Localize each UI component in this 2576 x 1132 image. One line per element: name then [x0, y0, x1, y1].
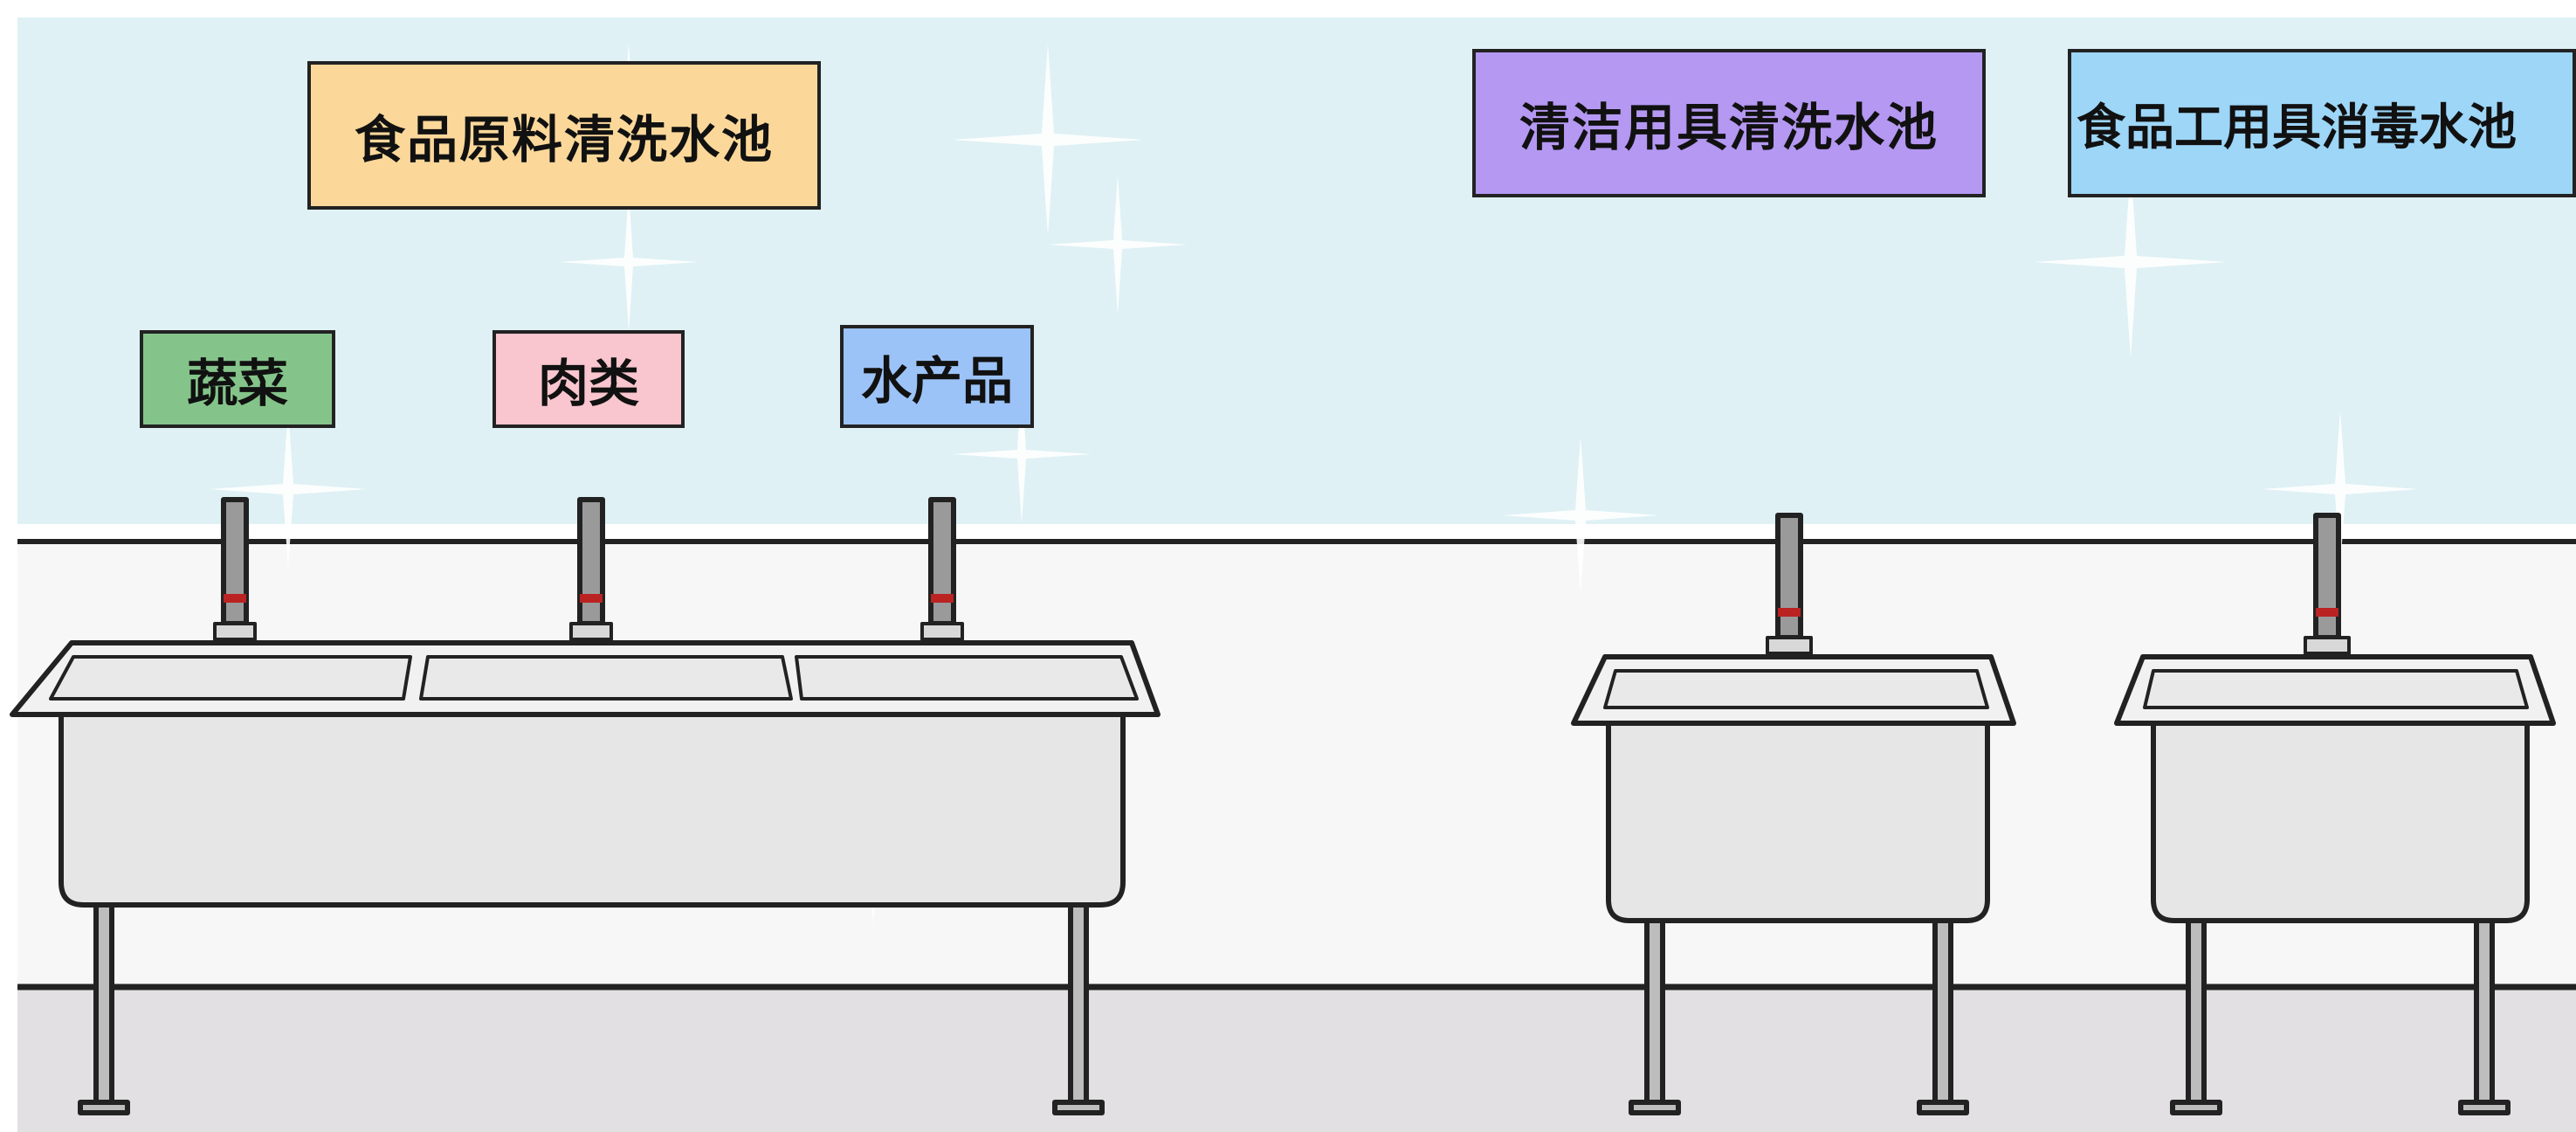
- sink-leg: [2474, 915, 2495, 1108]
- sink-basin: [1606, 721, 1990, 923]
- sink-compartment: [419, 655, 793, 701]
- tool-disinfection-sink-label: 食品工用具消毒水池: [2068, 49, 2576, 197]
- cleaning-tools-sink-label: 清洁用具清洗水池: [1472, 49, 1986, 197]
- aquatic-products-label: 水产品: [840, 325, 1034, 428]
- cleaning-tools-sink: [1571, 513, 2016, 1115]
- sink-foot: [2458, 1100, 2511, 1115]
- triple-sink: [10, 497, 1161, 1115]
- sink-foot: [1917, 1100, 1969, 1115]
- vegetables-label: 蔬菜: [140, 330, 335, 428]
- disinfection-sink: [2114, 513, 2556, 1115]
- faucet: [1766, 513, 1813, 655]
- meat-label: 肉类: [492, 330, 685, 428]
- faucet: [213, 497, 257, 641]
- sink-compartment: [1603, 669, 1989, 709]
- sink-basin: [59, 707, 1126, 908]
- sink-compartment: [2143, 669, 2529, 709]
- sink-compartment: [49, 655, 412, 701]
- sink-foot: [78, 1100, 130, 1115]
- sink-leg: [1644, 915, 1665, 1108]
- sink-compartment: [795, 655, 1139, 701]
- sink-leg: [1932, 915, 1953, 1108]
- faucet: [920, 497, 964, 641]
- faucet: [2304, 513, 2351, 655]
- floor: [17, 989, 2576, 1132]
- sink-foot: [1052, 1100, 1105, 1115]
- sink-basin: [2151, 721, 2530, 923]
- sink-foot: [2170, 1100, 2222, 1115]
- sink-foot: [1629, 1100, 1681, 1115]
- sink-leg: [93, 897, 114, 1108]
- sink-leg: [2186, 915, 2207, 1108]
- raw-material-sink-label: 食品原料清洗水池: [307, 61, 821, 210]
- sink-leg: [1068, 897, 1089, 1108]
- faucet: [569, 497, 613, 641]
